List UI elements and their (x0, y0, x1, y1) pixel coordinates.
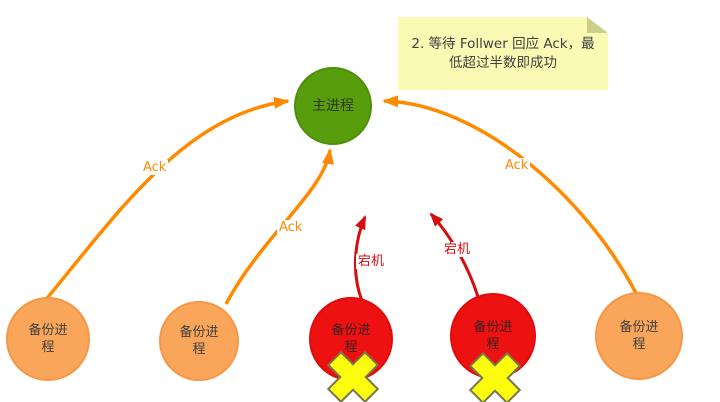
node-label: 备份进程 (28, 323, 68, 355)
node-backup-3[interactable]: 备份进程 (309, 297, 393, 381)
node-label: 备份进程 (179, 325, 219, 357)
node-main-process[interactable]: 主进程 (294, 67, 372, 145)
edge-label-ack-right: Ack (503, 158, 531, 173)
note-fold-corner-icon (587, 17, 608, 33)
sticky-note[interactable]: 2. 等待 Follwer 回应 Ack，最 低超过半数即成功 (398, 17, 608, 90)
crash-x-icon (326, 350, 380, 402)
note-line-2: 低超过半数即成功 (449, 54, 557, 71)
node-label: 备份进程 (473, 320, 513, 352)
ack-arrow-middle (224, 148, 334, 305)
node-backup-5[interactable]: 备份进程 (595, 292, 683, 380)
note-line-1: 2. 等待 Follwer 回应 Ack，最 (411, 35, 595, 52)
edge-label-ack-left: Ack (141, 160, 169, 175)
edge-label-down-right: 宕机 (442, 242, 473, 257)
node-label: 主进程 (312, 97, 354, 114)
edge-label-ack-middle: Ack (277, 220, 305, 235)
ack-arrow-left (42, 96, 290, 304)
node-label: 备份进程 (331, 323, 371, 355)
crash-x-icon (468, 351, 522, 402)
edge-label-down-left: 宕机 (356, 254, 387, 269)
down-arrow-left (353, 215, 367, 302)
node-label: 备份进程 (619, 320, 659, 352)
ack-arrow-right (382, 95, 639, 296)
node-backup-2[interactable]: 备份进程 (159, 301, 239, 381)
node-backup-1[interactable]: 备份进程 (6, 297, 90, 381)
